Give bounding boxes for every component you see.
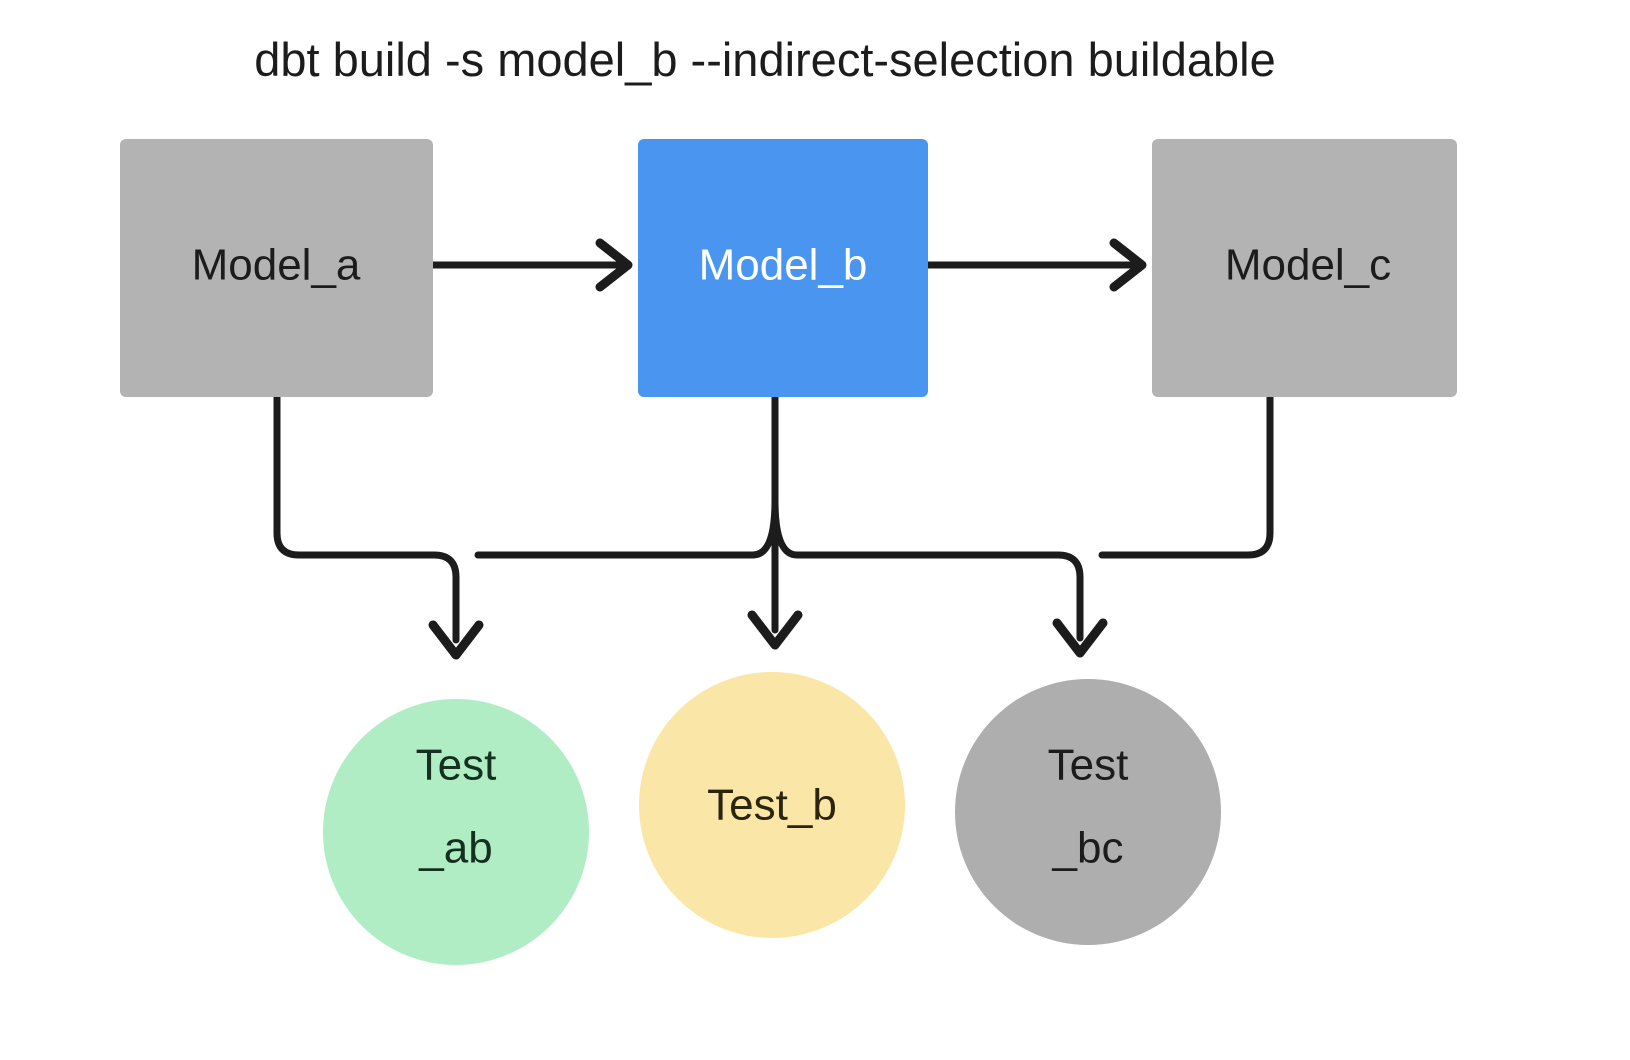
test-bc-label-line2: _bc: [1052, 824, 1124, 873]
edge-model-b-to-test-ab: [474, 496, 779, 559]
node-test-b[interactable]: Test_b: [639, 672, 905, 938]
arrow-head-icon: [428, 620, 484, 660]
edge-model-a-to-model-b: [429, 238, 633, 292]
test-ab-label-line1: Test: [416, 741, 497, 790]
arrow-head-icon: [595, 238, 633, 292]
test-b-circle[interactable]: [639, 672, 905, 938]
test-ab-circle[interactable]: [323, 699, 589, 965]
node-model-b[interactable]: Model_b: [638, 139, 928, 397]
model-c-label: Model_c: [1225, 241, 1391, 290]
test-ab-label-line2: _ab: [418, 824, 492, 873]
node-model-c[interactable]: Model_c: [1152, 139, 1457, 397]
node-model-a[interactable]: Model_a: [120, 139, 433, 397]
edge-model-b-to-test-bc: [771, 496, 1108, 658]
test-bc-circle[interactable]: [955, 679, 1221, 945]
model-a-label: Model_a: [192, 241, 361, 290]
node-test-ab[interactable]: Test _ab: [323, 699, 589, 965]
node-test-bc[interactable]: Test _bc: [955, 679, 1221, 945]
edge-line: [1098, 393, 1274, 559]
model-b-box[interactable]: [638, 139, 928, 397]
model-b-label: Model_b: [699, 241, 868, 290]
model-c-box[interactable]: [1152, 139, 1457, 397]
arrow-head-icon: [1109, 238, 1147, 292]
model-a-box[interactable]: [120, 139, 433, 397]
arrow-head-icon: [747, 610, 803, 650]
arrow-head-icon: [1052, 618, 1108, 658]
edge-line: [474, 496, 779, 559]
edge-model-c-to-test-bc: [1098, 393, 1274, 559]
diagram-title: dbt build -s model_b --indirect-selectio…: [254, 33, 1276, 86]
test-b-label-line1: Test_b: [707, 781, 837, 830]
test-bc-label-line1: Test: [1048, 741, 1129, 790]
edge-line: [273, 393, 460, 644]
edge-line: [771, 496, 1084, 642]
edge-model-a-to-test-ab: [273, 393, 484, 660]
edge-model-b-to-model-c: [924, 238, 1147, 292]
